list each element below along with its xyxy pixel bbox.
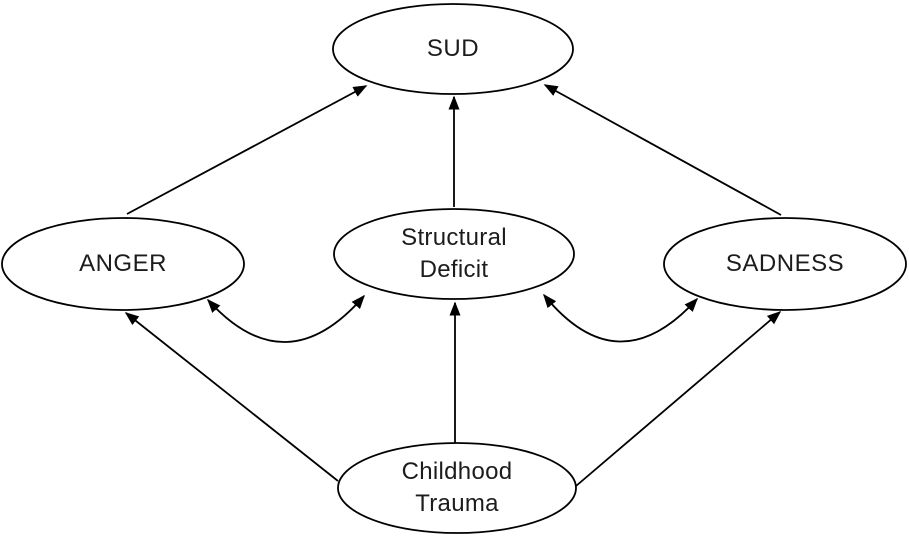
node-ellipse-childhood-trauma [337,442,577,534]
node-ellipse-sadness [663,217,907,311]
node-label-anger: ANGER [79,250,167,277]
node-ellipse-anger [1,217,245,311]
edge-childhood-trauma-to-sadness [575,311,782,487]
edge-childhood-trauma-to-anger [124,312,339,482]
node-label-structural-deficit: Structural Deficit [401,224,507,283]
edge-sadness-to-sud [543,84,782,216]
node-label-sadness: SADNESS [725,250,845,277]
node-label-sud: SUD [426,35,480,62]
edge-anger-structural-deficit-bidirectional [206,294,365,343]
edge-anger-to-sud [126,85,368,215]
node-ellipse-structural-deficit [333,208,575,300]
edge-structural-deficit-sadness-bidirectional [543,293,699,343]
node-label-childhood-trauma: Childhood Trauma [401,458,513,517]
node-ellipse-sud [332,3,574,95]
